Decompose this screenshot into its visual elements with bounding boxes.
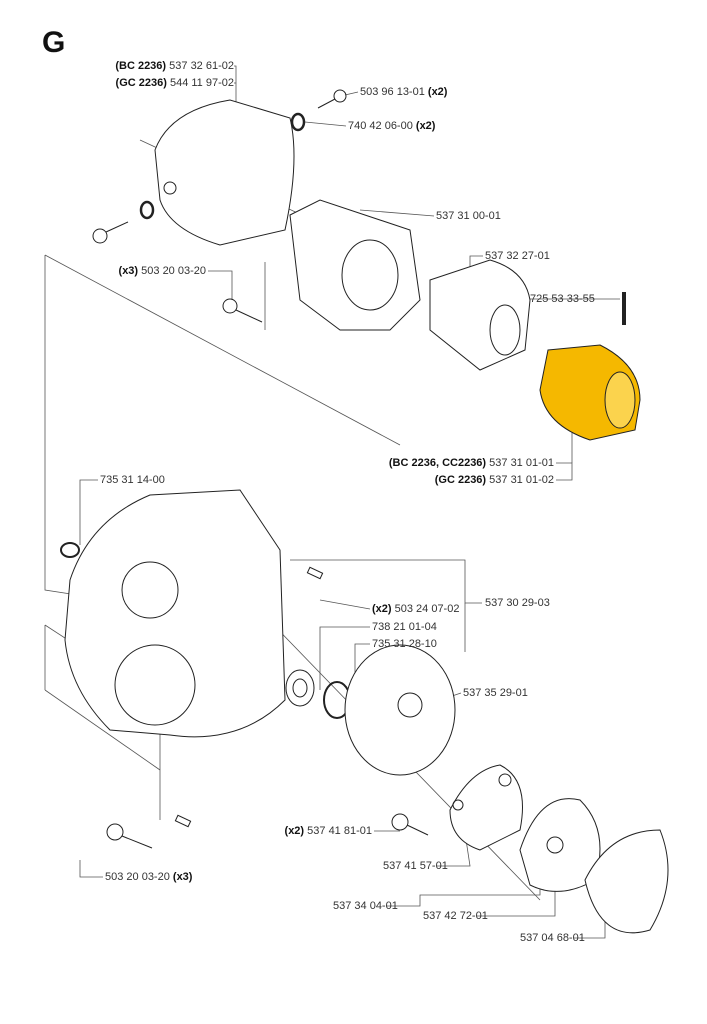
bolt-lower bbox=[106, 823, 153, 849]
label-clutch-drum: 537 35 29-01 bbox=[463, 687, 528, 700]
part-number: 537 30 29-03 bbox=[485, 597, 550, 609]
part-number: 537 42 72-01 bbox=[423, 910, 488, 922]
screw-top bbox=[317, 89, 347, 109]
label-circlip: 735 31 14-00 bbox=[100, 474, 165, 487]
part-number: 735 31 14-00 bbox=[100, 474, 165, 486]
clutch-drum bbox=[344, 644, 456, 776]
label-coupling-bc: (BC 2236, CC2236) 537 31 01-01 bbox=[389, 457, 554, 470]
bearing bbox=[285, 669, 315, 707]
label-cover-bc: (BC 2236) 537 32 61-02 bbox=[115, 60, 234, 73]
label-bearing: 738 21 01-04 bbox=[372, 621, 437, 634]
shoulder-screw bbox=[391, 813, 429, 836]
part-number: 503 96 13-01 bbox=[360, 86, 425, 98]
part-number: 537 31 01-01 bbox=[489, 457, 554, 469]
label-qty: (x2) bbox=[415, 120, 436, 132]
label-washer-plate: 537 41 57-01 bbox=[383, 860, 448, 873]
o-ring-top bbox=[290, 112, 306, 132]
part-number: 537 34 04-01 bbox=[333, 900, 398, 912]
label-bearing-housing: 537 31 00-01 bbox=[436, 210, 501, 223]
part-number: 537 32 61-02 bbox=[169, 60, 234, 72]
label-cover-gc: (GC 2236) 544 11 97-02 bbox=[116, 77, 234, 90]
label-qualifier: (x3) bbox=[118, 265, 139, 277]
part-number: 537 04 68-01 bbox=[520, 932, 585, 944]
part-number: 735 31 28-10 bbox=[372, 638, 437, 650]
part-number: 725 53 33-55 bbox=[530, 293, 595, 305]
section-letter: G bbox=[42, 26, 66, 59]
pin bbox=[306, 566, 324, 580]
label-qualifier: (GC 2236) bbox=[434, 474, 487, 486]
part-number: 537 41 57-01 bbox=[383, 860, 448, 872]
part-number: 740 42 06-00 bbox=[348, 120, 413, 132]
part-number: 537 31 01-02 bbox=[489, 474, 554, 486]
label-qualifier: (BC 2236) bbox=[115, 60, 167, 72]
label-screw-725: 725 53 33-55 bbox=[530, 293, 595, 306]
part-number: 503 24 07-02 bbox=[394, 603, 460, 615]
cylinder-cover bbox=[154, 99, 295, 246]
label-spring: 537 42 72-01 bbox=[423, 910, 488, 923]
label-qty: (x3) bbox=[172, 871, 193, 883]
part-number: 537 41 81-01 bbox=[307, 825, 372, 837]
label-pin: (x2) 503 24 07-02 bbox=[372, 603, 459, 616]
thrust-plate bbox=[584, 829, 669, 934]
label-clutch-assembly: 537 34 04-01 bbox=[333, 900, 398, 913]
label-qty: (x2) bbox=[427, 86, 448, 98]
leader-lines bbox=[44, 65, 620, 939]
label-coupling-gc: (GC 2236) 537 31 01-02 bbox=[435, 474, 554, 487]
part-number: 738 21 01-04 bbox=[372, 621, 437, 633]
label-shoulder-screw: (x2) 537 41 81-01 bbox=[285, 825, 372, 838]
part-number: 537 31 00-01 bbox=[436, 210, 501, 222]
clutch-drum-sleeve bbox=[429, 259, 531, 371]
part-number: 537 32 27-01 bbox=[485, 250, 550, 262]
circlip bbox=[60, 542, 80, 558]
label-bolt-x3: (x3) 503 20 03-20 bbox=[119, 265, 206, 278]
part-number: 503 20 03-20 bbox=[141, 265, 206, 277]
screw-left bbox=[92, 221, 129, 244]
label-qualifier: (x2) bbox=[372, 603, 392, 615]
part-number: 537 35 29-01 bbox=[463, 687, 528, 699]
part-number: 503 20 03-20 bbox=[105, 871, 170, 883]
o-ring-left bbox=[139, 200, 155, 220]
label-crankcase: 537 30 29-03 bbox=[485, 597, 550, 610]
label-bolt-lower: 503 20 03-20 (x3) bbox=[105, 871, 192, 884]
bearing-housing bbox=[289, 199, 421, 331]
part-number: 544 11 97-02 bbox=[169, 77, 234, 89]
pin-lower bbox=[174, 814, 192, 828]
label-ring: 735 31 28-10 bbox=[372, 638, 437, 651]
label-qualifier: (BC 2236, CC2236) bbox=[388, 457, 487, 469]
clutch-assembly bbox=[519, 798, 601, 892]
highlighted-coupling bbox=[539, 344, 641, 441]
label-o-ring: 740 42 06-00 (x2) bbox=[348, 120, 435, 133]
label-screw-top: 503 96 13-01 (x2) bbox=[360, 86, 447, 99]
label-thrust-plate: 537 04 68-01 bbox=[520, 932, 585, 945]
label-sleeve: 537 32 27-01 bbox=[485, 250, 550, 263]
label-qualifier: (GC 2236) bbox=[115, 77, 167, 89]
washer-plate bbox=[449, 764, 523, 851]
bolt-x3 bbox=[222, 298, 263, 323]
label-qualifier: (x2) bbox=[284, 825, 305, 837]
crankcase bbox=[64, 489, 286, 738]
